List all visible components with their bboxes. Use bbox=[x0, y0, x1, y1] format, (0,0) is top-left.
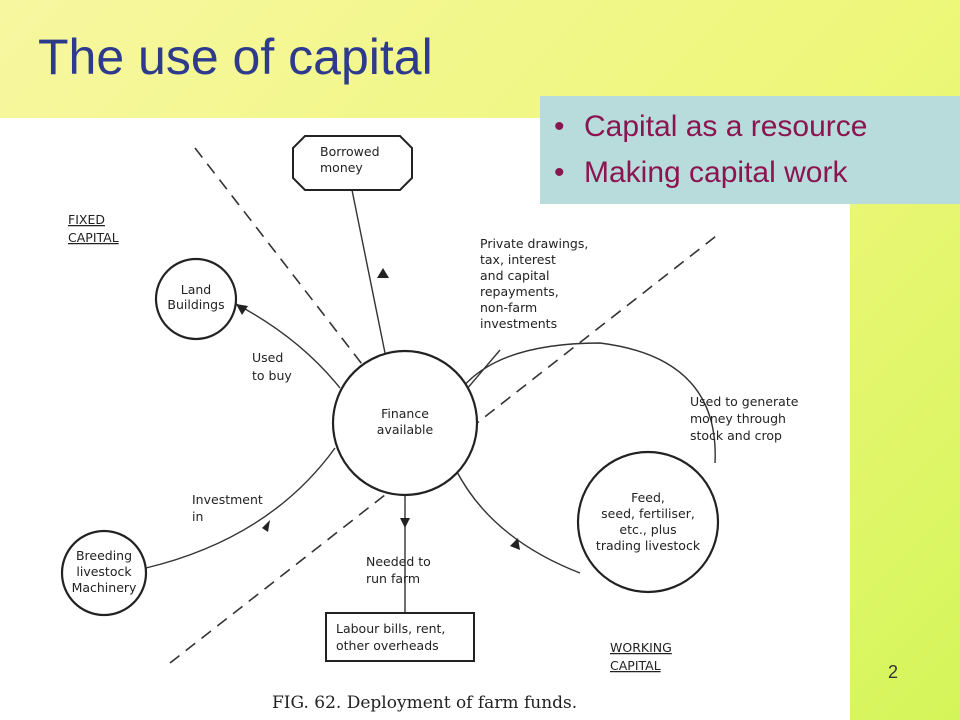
node-borrowed bbox=[292, 135, 413, 191]
edge-label-investment-2: in bbox=[192, 509, 203, 524]
node-breeding-label-3: Machinery bbox=[72, 580, 137, 595]
edge-label-drawings-1: Private drawings, bbox=[480, 236, 588, 251]
node-land-label-1: Land bbox=[181, 282, 211, 297]
edge-label-used-to-buy-2: to buy bbox=[252, 368, 292, 383]
farm-funds-diagram: Finance available Land Buildings Breedin… bbox=[60, 135, 799, 713]
arrowhead bbox=[377, 268, 389, 278]
zone-working-label-2: CAPITAL bbox=[610, 658, 661, 673]
node-labour-label-1: Labour bills, rent, bbox=[336, 621, 445, 636]
node-labour-label-2: other overheads bbox=[336, 638, 439, 653]
edge-label-drawings-6: investments bbox=[480, 316, 557, 331]
bullet-text: Making capital work bbox=[584, 156, 848, 189]
edge-label-generate-3: stock and crop bbox=[690, 428, 782, 443]
zone-fixed-label-2: CAPITAL bbox=[68, 230, 119, 245]
edge-label-drawings-3: and capital bbox=[480, 268, 549, 283]
node-feed-label-2: seed, fertiliser, bbox=[601, 506, 695, 521]
edge-label-drawings-4: repayments, bbox=[480, 284, 559, 299]
arrowhead bbox=[236, 304, 248, 315]
node-breeding bbox=[60, 529, 148, 617]
node-borrowed-label-2: money bbox=[320, 160, 363, 175]
node-finance-label-2: available bbox=[377, 422, 434, 437]
edge-label-investment-1: Investment bbox=[192, 492, 263, 507]
arrowhead bbox=[400, 518, 410, 528]
node-labour bbox=[325, 612, 475, 662]
zone-fixed-label-1: FIXED bbox=[68, 212, 105, 227]
figure-caption: FIG. 62. Deployment of farm funds. bbox=[272, 693, 577, 713]
edge-label-generate-2: money through bbox=[690, 411, 786, 426]
node-finance bbox=[331, 349, 479, 497]
edge-label-generate-1: Used to generate bbox=[690, 394, 799, 409]
edge-label-used-to-buy-1: Used bbox=[252, 350, 283, 365]
edge-finance-to-feed bbox=[454, 467, 581, 574]
edge-label-drawings-5: non-farm bbox=[480, 300, 537, 315]
edge-label-needed-1: Needed to bbox=[366, 554, 431, 569]
zone-working-label-1: WORKING bbox=[610, 640, 672, 655]
node-breeding-label-2: livestock bbox=[76, 564, 132, 579]
divider-fixed bbox=[194, 147, 366, 369]
node-breeding-label-1: Breeding bbox=[76, 548, 132, 563]
slide-title: The use of capital bbox=[38, 29, 433, 85]
bullet-item: •Making capital work bbox=[554, 156, 848, 189]
node-feed-label-4: trading livestock bbox=[596, 538, 701, 553]
arrowhead bbox=[262, 520, 270, 532]
node-feed bbox=[576, 450, 720, 594]
bullet-box: •Capital as a resource •Making capital w… bbox=[540, 96, 960, 204]
node-land-label-2: Buildings bbox=[167, 297, 224, 312]
node-finance-label-1: Finance bbox=[381, 406, 429, 421]
node-land bbox=[154, 257, 238, 341]
arrowhead bbox=[510, 538, 520, 550]
edge-finance-to-land bbox=[235, 303, 341, 389]
page-number: 2 bbox=[888, 662, 899, 682]
edge-label-drawings-2: tax, interest bbox=[480, 252, 556, 267]
node-feed-label-3: etc., plus bbox=[619, 522, 676, 537]
edge-label-needed-2: run farm bbox=[366, 571, 420, 586]
bullet-text: Capital as a resource bbox=[584, 110, 868, 143]
node-feed-label-1: Feed, bbox=[631, 490, 665, 505]
bullet-item: •Capital as a resource bbox=[554, 110, 868, 143]
edge-feed-to-finance bbox=[461, 342, 716, 464]
edge-finance-to-breeding bbox=[145, 447, 336, 569]
node-borrowed-label-1: Borrowed bbox=[320, 144, 380, 159]
edge-borrowed-to-finance bbox=[351, 189, 386, 354]
